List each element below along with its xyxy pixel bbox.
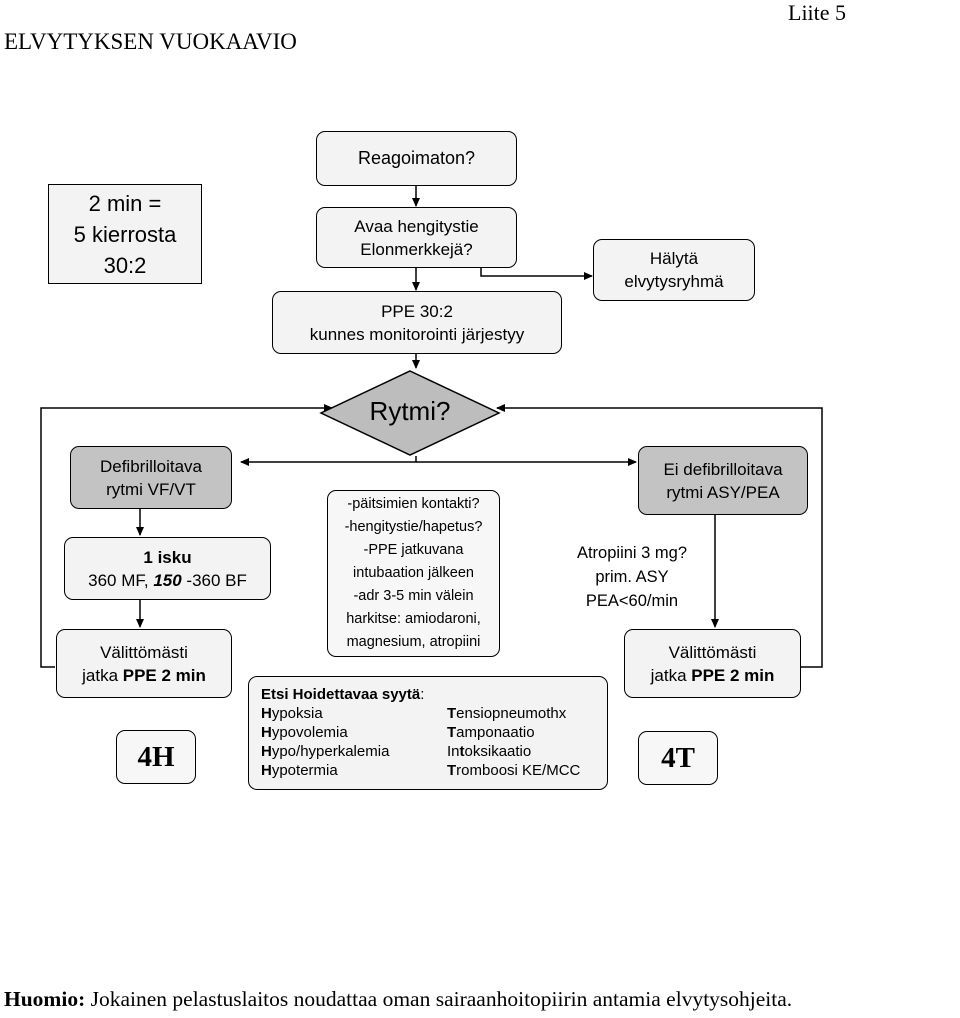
cause-t-2: Tamponaatio bbox=[447, 724, 535, 741]
footer-note: Huomio: Jokainen pelastuslaitos noudatta… bbox=[4, 987, 960, 1012]
causes-row: Hypoksia Tensiopneumothx bbox=[261, 704, 566, 723]
cause-h-4: Hypotermia bbox=[261, 762, 338, 779]
during-cpr-line-7: magnesium, atropiini bbox=[346, 634, 481, 650]
footer-label: Huomio: bbox=[4, 987, 86, 1011]
reversible-causes-box: Etsi Hoidettavaa syytä: Hypoksia Tensiop… bbox=[248, 676, 608, 790]
cause-h-1: Hypoksia bbox=[261, 705, 323, 722]
cause-t-3: Intoksikaatio bbox=[447, 743, 532, 760]
during-cpr-line-6: harkitse: amiodaroni, bbox=[346, 611, 481, 627]
cycle-line-2: 5 kierrosta bbox=[73, 221, 177, 247]
badge-4h: 4H bbox=[116, 730, 196, 784]
arrow-to-alarm bbox=[480, 268, 593, 280]
appendix-label: Liite 5 bbox=[788, 0, 847, 25]
nonshockable-continue-line-1: Välittömästi bbox=[668, 642, 757, 662]
shockable-continue-bold: PPE 2 min bbox=[122, 665, 206, 685]
shockable-line-1: Defibrilloitava bbox=[99, 456, 203, 476]
nonshockable-continue-prefix: jatka bbox=[650, 665, 692, 685]
badge-4t-label: 4T bbox=[661, 741, 695, 774]
cause-t-4: Tromboosi KE/MCC bbox=[447, 762, 581, 779]
step-unresponsive-label: Reagoimaton? bbox=[357, 148, 476, 168]
cycle-line-3: 30:2 bbox=[103, 252, 147, 278]
loop-left bbox=[40, 404, 333, 668]
shockable-rhythm-box: Defibrilloitava rytmi VF/VT bbox=[70, 446, 232, 509]
arrow-rhythm-to-shockable bbox=[240, 456, 417, 466]
page-title: ELVYTYKSEN VUOKAAVIO bbox=[4, 29, 297, 54]
shockable-continue-line-2: jatka PPE 2 min bbox=[82, 664, 206, 687]
footer-text: Jokainen pelastuslaitos noudattaa oman s… bbox=[85, 987, 793, 1011]
shock-energy-suffix: -360 BF bbox=[181, 570, 247, 590]
nonshockable-continue-bold: PPE 2 min bbox=[691, 665, 775, 685]
atropine-note: Atropiini 3 mg? prim. ASY PEA<60/min bbox=[554, 541, 710, 613]
causes-heading-text: Etsi Hoidettavaa syytä bbox=[261, 686, 421, 703]
shock-energy-bold: 150 bbox=[153, 570, 182, 590]
nonshockable-continue-line-2: jatka PPE 2 min bbox=[651, 664, 775, 687]
step-airway-line-1: Avaa hengitystie bbox=[354, 216, 479, 236]
during-cpr-line-4: intubaation jälkeen bbox=[353, 565, 474, 581]
rhythm-diamond bbox=[319, 370, 501, 456]
during-cpr-line-2: -hengitystie/hapetus? bbox=[344, 519, 483, 535]
badge-4h-label: 4H bbox=[137, 740, 175, 773]
step-unresponsive: Reagoimaton? bbox=[316, 131, 517, 186]
nonshockable-rhythm-box: Ei defibrilloitava rytmi ASY/PEA bbox=[638, 446, 808, 515]
cause-h-2: Hypovolemia bbox=[261, 724, 348, 741]
atropine-line-2: prim. ASY bbox=[595, 568, 669, 586]
step-alarm-line-2: elvytysryhmä bbox=[624, 272, 724, 291]
nonshockable-line-2: rytmi ASY/PEA bbox=[666, 482, 780, 502]
shockable-continue-line-1: Välittömästi bbox=[100, 642, 188, 662]
atropine-line-3: PEA<60/min bbox=[585, 592, 679, 610]
shockable-line-2: rytmi VF/VT bbox=[106, 479, 196, 499]
shock-energy: 360 MF, 150 -360 BF bbox=[88, 569, 247, 592]
during-cpr-line-3: -PPE jatkuvana bbox=[363, 542, 464, 558]
step-airway: Avaa hengitystie Elonmerkkejä? bbox=[316, 207, 517, 268]
step-cpr-line-1: PPE 30:2 bbox=[381, 301, 453, 321]
cause-t-1: Tensiopneumothx bbox=[447, 705, 567, 722]
causes-row: Hypotermia Tromboosi KE/MCC bbox=[261, 761, 580, 780]
during-cpr-box: -päitsimien kontakti? -hengitystie/hapet… bbox=[327, 490, 500, 657]
shock-count: 1 isku bbox=[143, 547, 192, 567]
causes-row: Hypovolemia Tamponaatio bbox=[261, 723, 535, 742]
nonshockable-line-1: Ei defibrilloitava bbox=[663, 459, 783, 479]
shock-box: 1 isku 360 MF, 150 -360 BF bbox=[64, 537, 271, 600]
badge-4t: 4T bbox=[638, 731, 718, 785]
loop-right bbox=[496, 404, 823, 668]
during-cpr-line-1: -päitsimien kontakti? bbox=[347, 496, 480, 512]
shockable-continue-box: Välittömästi jatka PPE 2 min bbox=[56, 629, 232, 698]
atropine-line-1: Atropiini 3 mg? bbox=[576, 544, 688, 562]
shockable-continue-prefix: jatka bbox=[82, 665, 123, 685]
step-airway-line-2: Elonmerkkejä? bbox=[360, 239, 473, 259]
causes-row: Hypo/hyperkalemia Intoksikaatio bbox=[261, 742, 531, 761]
cause-h-3: Hypo/hyperkalemia bbox=[261, 743, 390, 760]
step-alarm: Hälytä elvytysryhmä bbox=[593, 239, 755, 301]
causes-heading-suffix: : bbox=[420, 686, 425, 703]
step-cpr-line-2: kunnes monitorointi järjestyy bbox=[309, 324, 525, 344]
rhythm-label: Rytmi? bbox=[369, 396, 451, 426]
step-alarm-line-1: Hälytä bbox=[649, 249, 699, 268]
cycle-line-1: 2 min = bbox=[88, 190, 162, 216]
nonshockable-continue-box: Välittömästi jatka PPE 2 min bbox=[624, 629, 801, 698]
cycle-info-box: 2 min = 5 kierrosta 30:2 bbox=[48, 184, 202, 284]
causes-heading: Etsi Hoidettavaa syytä: bbox=[261, 685, 424, 704]
step-cpr: PPE 30:2 kunnes monitorointi järjestyy bbox=[272, 291, 562, 354]
during-cpr-line-5: -adr 3-5 min välein bbox=[353, 588, 474, 604]
shock-energy-prefix: 360 MF, bbox=[88, 570, 154, 590]
